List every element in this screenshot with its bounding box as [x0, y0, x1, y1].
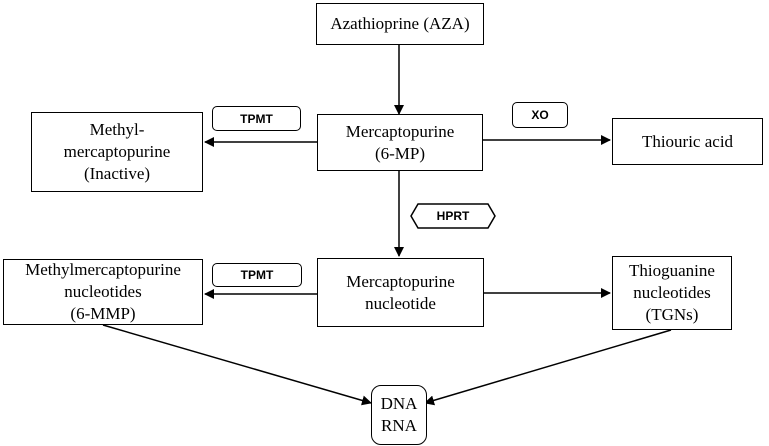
node-dna-rna: DNA RNA	[371, 385, 427, 445]
arrow-tgn-to-dna	[424, 329, 672, 406]
node-thiouric-acid: Thiouric acid	[612, 118, 763, 165]
node-mercaptopurine-nucleotide: Mercaptopurine nucleotide	[317, 258, 484, 327]
node-tgn-line2: nucleotides	[633, 283, 711, 302]
enzyme-hprt-label: HPRT	[436, 209, 470, 223]
enzyme-tpmt-top: TPMT	[212, 106, 301, 131]
enzyme-xo: XO	[512, 102, 568, 128]
node-methyl-line1: Methyl-	[89, 120, 145, 139]
node-methylmercaptopurine-nucleotides: Methylmercaptopurine nucleotides (6-MMP)	[3, 259, 203, 325]
node-mercaptopurine-line2: (6-MP)	[374, 143, 426, 163]
node-azathioprine: Azathioprine (AZA)	[316, 3, 484, 45]
node-dna-line2: RNA	[381, 416, 417, 435]
node-mpn-line1: Mercaptopurine	[346, 271, 455, 291]
node-azathioprine-label: Azathioprine (AZA)	[330, 14, 470, 33]
node-mmpn-line3: (6-MMP)	[70, 304, 136, 323]
enzyme-tpmt-top-label: TPMT	[240, 111, 273, 126]
node-thioguanine-nucleotides: Thioguanine nucleotides (TGNs)	[612, 256, 732, 330]
node-tgn-line3: (TGNs)	[645, 305, 699, 324]
enzyme-hprt: HPRT	[410, 203, 496, 229]
node-dna-line1: DNA	[380, 394, 418, 413]
enzyme-tpmt-bottom: TPMT	[212, 263, 302, 287]
node-mmpn-line2: nucleotides	[64, 282, 142, 301]
node-thiouric-label: Thiouric acid	[641, 131, 734, 151]
node-methyl-line3: (Inactive)	[83, 164, 151, 183]
node-methyl-mercaptopurine: Methyl- mercaptopurine (Inactive)	[31, 112, 203, 192]
node-mmpn-line1: Methylmercaptopurine	[25, 260, 181, 279]
hprt-hexagon-shape	[410, 203, 496, 229]
node-methyl-line2: mercaptopurine	[63, 142, 171, 161]
node-tgn-line1: Thioguanine	[629, 261, 715, 280]
node-mpn-line2: nucleotide	[365, 293, 436, 313]
enzyme-tpmt-bottom-label: TPMT	[240, 268, 274, 282]
enzyme-xo-label: XO	[531, 108, 549, 122]
arrow-mmpn-to-dna	[102, 324, 372, 406]
node-mercaptopurine: Mercaptopurine (6-MP)	[317, 114, 483, 171]
node-mercaptopurine-line1: Mercaptopurine	[345, 121, 455, 141]
